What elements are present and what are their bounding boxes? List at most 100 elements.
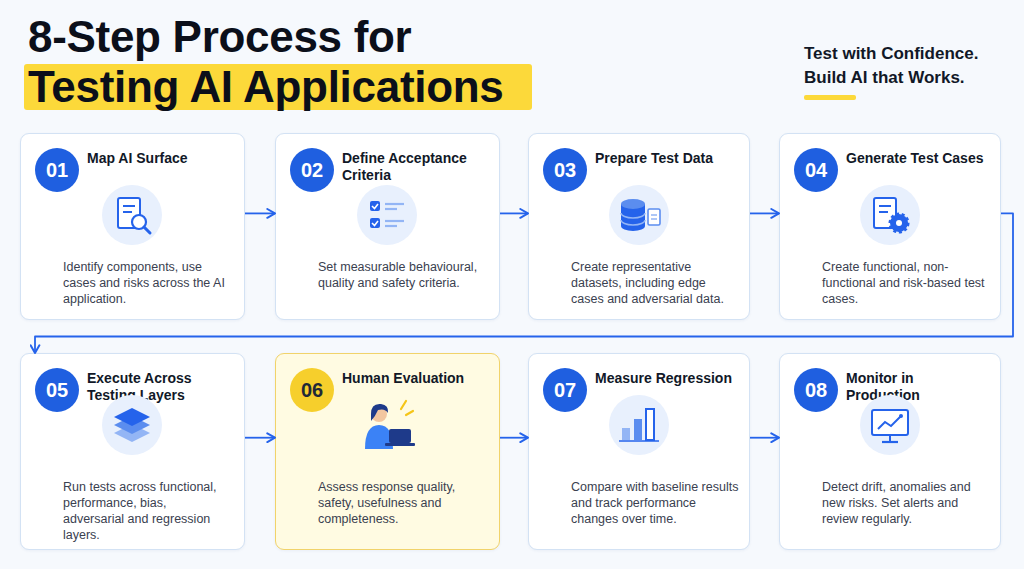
checklist-icon xyxy=(357,185,417,245)
step-number: 06 xyxy=(290,368,334,412)
chart-axis xyxy=(619,440,659,442)
step-number: 01 xyxy=(35,148,79,192)
step-card: Generate Test CasesCreate functional, no… xyxy=(779,133,1001,320)
monitor-base xyxy=(882,441,898,443)
step-number-badge: 01 xyxy=(35,148,79,192)
document-line xyxy=(123,211,132,213)
step-card: Monitor in ProductionDetect drift, anoma… xyxy=(779,353,1001,550)
step-number-badge: 07 xyxy=(543,368,587,412)
step-heading: Human Evaluation xyxy=(342,370,482,387)
flow-arrow xyxy=(750,437,779,439)
list-line xyxy=(385,225,397,227)
tagline: Test with Confidence. Build AI that Work… xyxy=(804,42,1019,90)
document-gear-icon xyxy=(860,185,920,245)
step-number-badge: 04 xyxy=(794,148,838,192)
step-description: Detect drift, anomalies and new risks. S… xyxy=(822,479,990,527)
magnifier-lens xyxy=(132,215,146,229)
step-number: 02 xyxy=(290,148,334,192)
step-number: 08 xyxy=(794,368,838,412)
icon-background xyxy=(609,395,669,455)
monitor-icon xyxy=(860,395,920,455)
layer xyxy=(114,416,150,434)
step-number: 04 xyxy=(794,148,838,192)
step-card: Prepare Test DataCreate representative d… xyxy=(528,133,750,320)
step-number: 03 xyxy=(543,148,587,192)
step-card: Map AI SurfaceIdentify components, use c… xyxy=(20,133,245,320)
step-number-badge: 03 xyxy=(543,148,587,192)
step-heading: Execute Across Testing Layers xyxy=(87,370,227,404)
list-line xyxy=(385,208,397,210)
flow-arrow xyxy=(245,437,275,439)
list-line xyxy=(385,203,404,205)
magnifier-handle xyxy=(144,227,150,233)
title: 8-Step Process for Testing AI Applicatio… xyxy=(28,12,528,112)
document-shape xyxy=(118,198,140,228)
person-body xyxy=(365,425,393,449)
icon-background xyxy=(860,395,920,455)
tagline-underline xyxy=(804,95,856,100)
bar xyxy=(622,428,630,440)
checkmark xyxy=(372,221,378,226)
step-number-badge: 02 xyxy=(290,148,334,192)
document-line xyxy=(879,211,888,213)
step-heading: Define Acceptance Criteria xyxy=(342,150,482,184)
document-line xyxy=(879,205,891,207)
layer xyxy=(114,408,150,426)
document-line xyxy=(123,205,135,207)
laptop-screen xyxy=(389,429,411,443)
step-number: 07 xyxy=(543,368,587,412)
icon-background xyxy=(609,185,669,245)
laptop-base xyxy=(385,443,415,446)
database-icon xyxy=(609,185,669,245)
checkbox xyxy=(370,201,380,211)
step-description: Compare with baseline results and track … xyxy=(571,479,739,527)
layer xyxy=(114,424,150,442)
step-card: Measure RegressionCompare with baseline … xyxy=(528,353,750,550)
spark xyxy=(406,411,413,415)
layers-icon xyxy=(102,395,162,455)
monitor-stand xyxy=(889,435,891,441)
flow-arrow xyxy=(500,213,528,215)
document-line xyxy=(651,214,657,216)
database-body xyxy=(621,204,645,231)
trend-point xyxy=(899,414,903,418)
step-heading: Measure Regression xyxy=(595,370,735,387)
step-heading: Generate Test Cases xyxy=(846,150,986,167)
search-document-icon xyxy=(102,185,162,245)
person-laptop-illustration xyxy=(365,401,415,449)
step-heading: Prepare Test Data xyxy=(595,150,735,167)
gear-hole xyxy=(896,220,902,226)
bar-chart-icon xyxy=(609,395,669,455)
bar xyxy=(634,419,642,440)
step-description: Set measurable behavioural, quality and … xyxy=(318,259,486,291)
document-line xyxy=(651,218,657,220)
step-description: Run tests across functional, performance… xyxy=(63,479,231,543)
step-description: Identify components, use cases and risks… xyxy=(63,259,231,307)
bar xyxy=(646,409,654,440)
step-description: Create functional, non-functional and ri… xyxy=(822,259,990,307)
trend-line xyxy=(878,416,901,429)
step-card: Human EvaluationAssess response quality,… xyxy=(275,353,500,550)
flow-arrow xyxy=(35,213,1013,353)
step-heading: Monitor in Production xyxy=(846,370,986,404)
step-description: Assess response quality, safety, usefuln… xyxy=(318,479,486,527)
checkbox xyxy=(370,218,380,228)
gear xyxy=(890,214,908,232)
icon-background xyxy=(102,395,162,455)
step-card: Define Acceptance CriteriaSet measurable… xyxy=(275,133,500,320)
flow-arrow xyxy=(245,213,275,215)
icon-background xyxy=(102,185,162,245)
icon-background xyxy=(357,185,417,245)
step-card: Execute Across Testing LayersRun tests a… xyxy=(20,353,245,550)
step-number-badge: 08 xyxy=(794,368,838,412)
step-icons xyxy=(102,185,920,455)
checkmark xyxy=(372,204,378,209)
flow-arrow xyxy=(500,437,528,439)
icon-background xyxy=(860,185,920,245)
step-heading: Map AI Surface xyxy=(87,150,227,167)
step-description: Create representative datasets, includin… xyxy=(571,259,739,307)
step-number: 05 xyxy=(35,368,79,412)
document-shape xyxy=(648,209,660,225)
database-band xyxy=(621,213,645,225)
person-face xyxy=(371,406,387,422)
